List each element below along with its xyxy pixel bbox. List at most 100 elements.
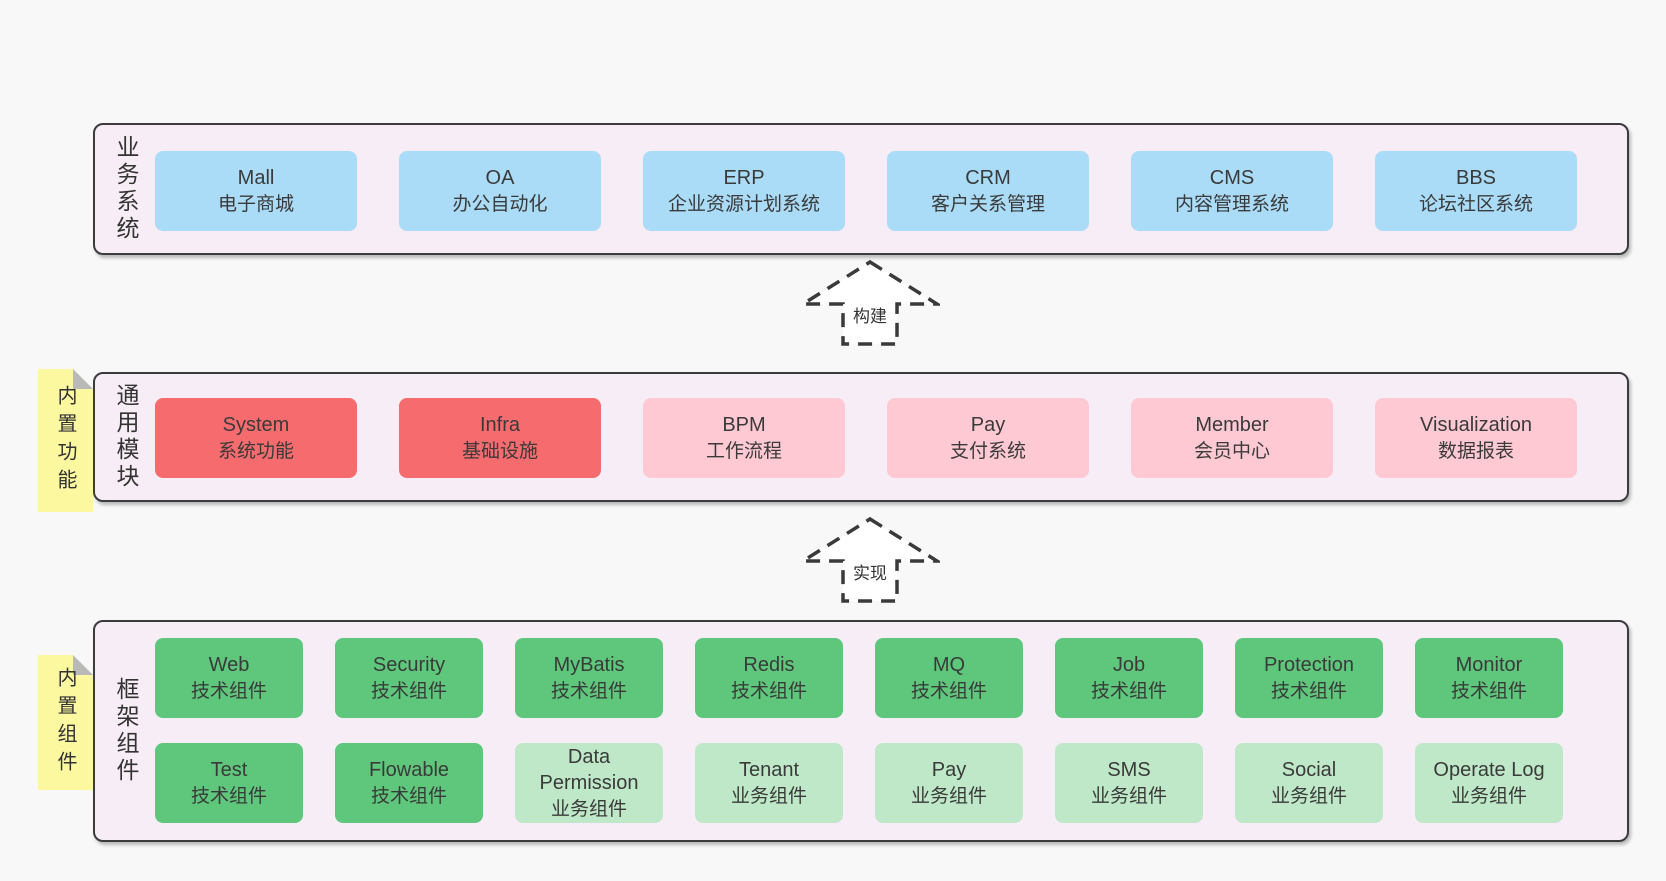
box-monitor: Monitor 技术组件 <box>1415 638 1563 718</box>
box-title: Monitor <box>1455 654 1523 677</box>
band-components-label: 框架组件 <box>113 677 139 785</box>
box-redis: Redis 技术组件 <box>695 638 843 718</box>
sticky-text: 内置功能 <box>54 384 76 497</box>
box-title: Protection <box>1263 654 1355 677</box>
box-subtitle: 技术组件 <box>550 680 627 702</box>
box-sms: SMS 业务组件 <box>1055 743 1203 823</box>
box-subtitle: 办公自动化 <box>452 193 548 215</box>
box-pay-component: Pay 业务组件 <box>875 743 1023 823</box>
box-flowable: Flowable 技术组件 <box>335 743 483 823</box>
box-title: CMS <box>1209 167 1255 190</box>
box-protection: Protection 技术组件 <box>1235 638 1383 718</box>
box-job: Job 技术组件 <box>1055 638 1203 718</box>
box-subtitle: 支付系统 <box>949 440 1026 462</box>
box-subtitle: 内容管理系统 <box>1174 193 1289 215</box>
box-subtitle: 技术组件 <box>1270 680 1347 702</box>
box-subtitle: 会员中心 <box>1193 440 1270 462</box>
box-tenant: Tenant 业务组件 <box>695 743 843 823</box>
box-subtitle: 业务组件 <box>910 785 987 807</box>
box-title: OA <box>485 167 515 190</box>
box-subtitle: 技术组件 <box>730 680 807 702</box>
components-box-row-1: Web 技术组件 Security 技术组件 MyBatis 技术组件 Redi… <box>155 638 1563 718</box>
box-web: Web 技术组件 <box>155 638 303 718</box>
box-subtitle: 技术组件 <box>910 680 987 702</box>
box-title: Pay <box>931 759 967 782</box>
components-box-row-2: Test 技术组件 Flowable 技术组件 Data Permission … <box>155 743 1563 823</box>
box-bpm: BPM 工作流程 <box>643 398 845 478</box>
box-title: Infra <box>479 414 521 437</box>
box-title: System <box>222 414 290 437</box>
box-title: BBS <box>1455 167 1497 190</box>
box-title: Flowable <box>368 759 450 782</box>
band-business-label: 业务系统 <box>113 135 139 243</box>
box-title: Visualization <box>1420 414 1532 437</box>
box-system: System 系统功能 <box>155 398 357 478</box>
build-arrow-label: 构建 <box>851 302 889 327</box>
box-subtitle: 数据报表 <box>1437 440 1514 462</box>
box-bbs: BBS 论坛社区系统 <box>1375 151 1577 231</box>
box-subtitle: 系统功能 <box>217 440 294 462</box>
box-title: ERP <box>723 167 765 190</box>
implement-arrow-icon: 实现 <box>800 515 940 605</box>
sticky-note-builtin-components: 内置组件 <box>38 655 93 790</box>
box-data-permission: Data Permission 业务组件 <box>515 743 663 823</box>
band-business-systems: 业务系统 Mall 电子商城 OA 办公自动化 ERP 企业资源计划系统 CRM… <box>93 123 1629 255</box>
box-mybatis: MyBatis 技术组件 <box>515 638 663 718</box>
box-title: Mall <box>237 167 275 190</box>
box-member: Member 会员中心 <box>1131 398 1333 478</box>
box-crm: CRM 客户关系管理 <box>887 151 1089 231</box>
box-subtitle: 技术组件 <box>370 680 447 702</box>
box-mq: MQ 技术组件 <box>875 638 1023 718</box>
box-subtitle: 业务组件 <box>730 785 807 807</box>
box-title: Pay <box>970 414 1006 437</box>
sticky-text: 内置组件 <box>54 666 76 779</box>
band-modules-label: 通用模块 <box>113 383 139 491</box>
modules-box-row: System 系统功能 Infra 基础设施 BPM 工作流程 Pay 支付系统… <box>155 398 1577 478</box>
box-subtitle: 技术组件 <box>1450 680 1527 702</box>
box-subtitle: 技术组件 <box>190 785 267 807</box>
box-subtitle: 技术组件 <box>1090 680 1167 702</box>
box-subtitle: 论坛社区系统 <box>1418 193 1533 215</box>
box-title: Test <box>210 759 248 782</box>
box-subtitle: 工作流程 <box>705 440 782 462</box>
box-title: Social <box>1281 759 1337 782</box>
box-title: CRM <box>965 167 1011 190</box>
box-oa: OA 办公自动化 <box>399 151 601 231</box>
box-title: SMS <box>1107 759 1151 782</box>
box-title: MQ <box>932 654 966 677</box>
box-title: Web <box>208 654 250 677</box>
box-security: Security 技术组件 <box>335 638 483 718</box>
box-subtitle: 技术组件 <box>190 680 267 702</box>
business-box-row: Mall 电子商城 OA 办公自动化 ERP 企业资源计划系统 CRM 客户关系… <box>155 151 1577 231</box>
box-subtitle: 业务组件 <box>1090 785 1167 807</box>
box-subtitle: 基础设施 <box>461 440 538 462</box>
band-framework-components: 框架组件 Web 技术组件 Security 技术组件 MyBatis 技术组件… <box>93 620 1629 842</box>
box-subtitle: 业务组件 <box>550 798 627 820</box>
box-title: Redis <box>743 654 795 677</box>
box-operate-log: Operate Log 业务组件 <box>1415 743 1563 823</box>
build-arrow-icon: 构建 <box>800 258 940 348</box>
box-title: Data Permission <box>539 746 639 795</box>
box-social: Social 业务组件 <box>1235 743 1383 823</box>
box-title: Tenant <box>738 759 800 782</box>
box-subtitle: 业务组件 <box>1270 785 1347 807</box>
sticky-note-builtin-features: 内置功能 <box>38 369 93 512</box>
box-subtitle: 电子商城 <box>217 193 294 215</box>
implement-arrow-label: 实现 <box>851 559 889 584</box>
box-title: Member <box>1195 414 1269 437</box>
box-title: BPM <box>722 414 766 437</box>
box-cms: CMS 内容管理系统 <box>1131 151 1333 231</box>
band-common-modules: 通用模块 System 系统功能 Infra 基础设施 BPM 工作流程 Pay… <box>93 372 1629 502</box>
box-mall: Mall 电子商城 <box>155 151 357 231</box>
box-test: Test 技术组件 <box>155 743 303 823</box>
box-subtitle: 业务组件 <box>1450 785 1527 807</box>
box-subtitle: 企业资源计划系统 <box>667 193 820 215</box>
box-erp: ERP 企业资源计划系统 <box>643 151 845 231</box>
box-subtitle: 客户关系管理 <box>930 193 1045 215</box>
box-pay-module: Pay 支付系统 <box>887 398 1089 478</box>
box-infra: Infra 基础设施 <box>399 398 601 478</box>
box-title: Operate Log <box>1433 759 1545 782</box>
box-title: MyBatis <box>553 654 625 677</box>
box-subtitle: 技术组件 <box>370 785 447 807</box>
